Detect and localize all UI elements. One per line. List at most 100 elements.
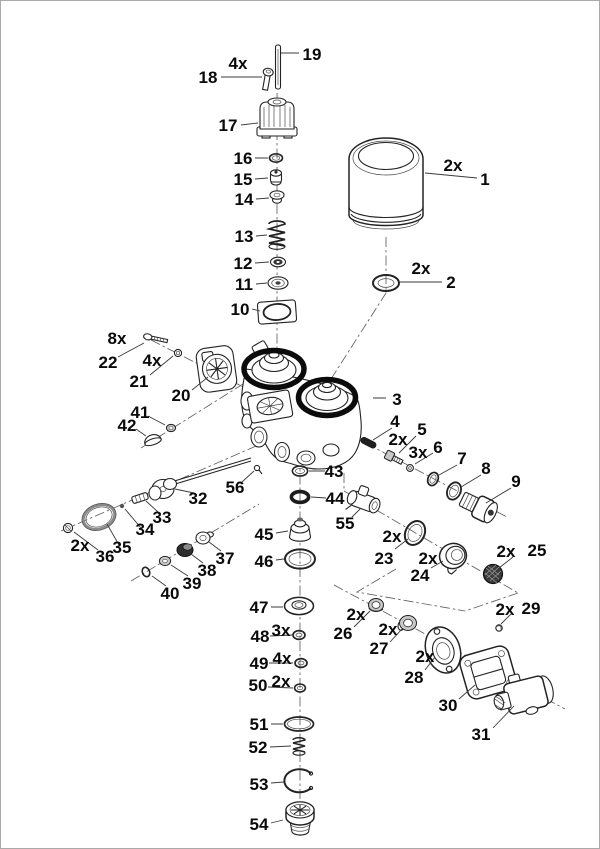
part-6-qty-label: 3x [409, 443, 428, 462]
part-12-shape [269, 256, 287, 268]
part-45-label: 45 [255, 525, 274, 544]
part-14-label: 14 [235, 190, 254, 209]
callout-labels: 1 2x 2 2x 3 4 5 2x 6 3x 7 8 9 10 11 12 1… [71, 45, 547, 834]
part-23-label: 23 [375, 549, 394, 568]
part-29-label: 29 [522, 599, 541, 618]
part-13-label: 13 [235, 227, 254, 246]
part-1-shape [348, 137, 424, 230]
part-41-label: 41 [131, 403, 150, 422]
part-45-shape [288, 517, 312, 542]
part-16-label: 16 [234, 149, 253, 168]
seal-ring-1 [241, 347, 307, 391]
part-24-label: 24 [411, 566, 430, 585]
part-20-shape [195, 345, 238, 393]
part-6-label: 6 [433, 438, 442, 457]
part-19-shape [274, 44, 282, 90]
part-42-shape [144, 434, 162, 447]
part-10-shape [256, 299, 298, 325]
part-30-label: 30 [439, 696, 458, 715]
part-3-label: 3 [392, 390, 401, 409]
part-50-label: 50 [249, 676, 268, 695]
part-18-label: 18 [199, 68, 218, 87]
part-17-shape [256, 97, 298, 139]
part-19-label: 19 [303, 45, 322, 64]
part-23-qty-label: 2x [383, 527, 402, 546]
part-15-shape [269, 169, 283, 186]
part-9-label: 9 [511, 472, 520, 491]
part-56-shape [253, 464, 263, 475]
part-22-shape [143, 333, 169, 344]
part-34-label: 34 [136, 520, 155, 539]
part-38-shape [176, 543, 194, 557]
part-39-shape [158, 555, 172, 567]
part-29-qty-label: 2x [496, 600, 515, 619]
part-2-label: 2 [446, 273, 455, 292]
part-5-qty-label: 2x [389, 430, 408, 449]
part-21-shape [173, 348, 183, 358]
part-50-qty-label: 2x [272, 672, 291, 691]
part-54-label: 54 [250, 815, 269, 834]
part-27-shape [397, 615, 417, 631]
part-44-label: 44 [326, 489, 345, 508]
part-51-shape [283, 716, 315, 732]
part-27-qty-label: 2x [379, 620, 398, 639]
part-26-shape [368, 598, 384, 612]
leader-lines [73, 52, 515, 824]
part-48-shape [292, 629, 306, 641]
part-24-qty-label: 2x [419, 549, 438, 568]
part-10-label: 10 [231, 300, 250, 319]
part-36-label: 36 [96, 547, 115, 566]
part-32-shape [148, 457, 252, 501]
part-28-label: 28 [405, 668, 424, 687]
part-39-label: 39 [183, 574, 202, 593]
part-28-qty-label: 2x [416, 647, 435, 666]
part-36-qty-label: 2x [71, 536, 90, 555]
part-41-shape [165, 423, 177, 433]
part-2-shape [372, 274, 400, 292]
part-42-label: 42 [118, 416, 137, 435]
part-18-qty-label: 4x [229, 54, 248, 73]
part-56-label: 56 [226, 478, 245, 497]
part-25-qty-label: 2x [497, 542, 516, 561]
part-47-label: 47 [250, 598, 269, 617]
part-40-label: 40 [161, 584, 180, 603]
part-33-label: 33 [153, 508, 172, 527]
part-33-shape [131, 492, 149, 504]
part-31-shape [493, 673, 554, 715]
part-25-label: 25 [528, 541, 547, 560]
part-47-shape [283, 596, 315, 616]
part-53-label: 53 [250, 775, 269, 794]
part-4-shape [360, 436, 377, 449]
part-3-shape [240, 340, 362, 470]
part-38-label: 38 [198, 561, 217, 580]
part-43-shape [291, 465, 309, 477]
part-46-shape [284, 548, 316, 570]
part-48-label: 48 [251, 627, 270, 646]
part-48-qty-label: 3x [272, 621, 291, 640]
part-34-shape [119, 503, 125, 509]
part-17-label: 17 [219, 116, 238, 135]
part-43-label: 43 [325, 462, 344, 481]
part-46-label: 46 [255, 552, 274, 571]
part-7-shape [426, 471, 440, 487]
part-22-label: 22 [99, 353, 118, 372]
part-5-shape [383, 449, 404, 465]
part-23-shape [403, 520, 427, 546]
part-7-label: 7 [457, 449, 466, 468]
part-28-shape [424, 626, 462, 674]
part-44-shape [289, 489, 311, 505]
part-52-label: 52 [249, 738, 268, 757]
part-36-shape [62, 522, 74, 534]
part-54-shape [285, 801, 315, 836]
part-1-qty-label: 2x [444, 156, 463, 175]
part-53-shape [283, 768, 314, 794]
part-20-label: 20 [172, 386, 191, 405]
part-27-label: 27 [370, 639, 389, 658]
part-22-qty-label: 8x [108, 329, 127, 348]
part-40-shape [141, 566, 151, 578]
part-12-label: 12 [234, 254, 253, 273]
part-4-label: 4 [390, 412, 400, 431]
part-55-label: 55 [336, 514, 355, 533]
